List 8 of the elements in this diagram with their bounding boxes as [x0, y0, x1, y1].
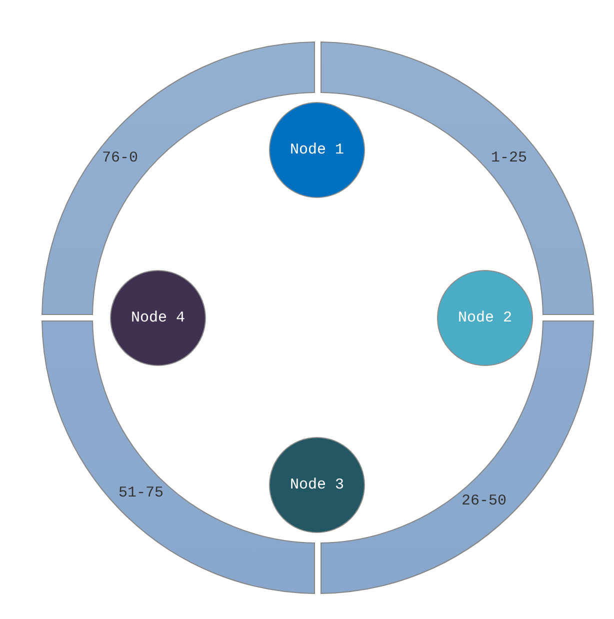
node-label: Node 4 [131, 310, 185, 326]
range-label: 1-25 [491, 150, 527, 166]
range-label: 51-75 [118, 484, 164, 502]
node-label: Node 2 [458, 310, 512, 326]
node-label: Node 3 [290, 476, 344, 494]
range-label: 26-50 [462, 492, 506, 510]
range-label: 76-0 [102, 150, 138, 166]
node-label: Node 1 [290, 142, 344, 158]
